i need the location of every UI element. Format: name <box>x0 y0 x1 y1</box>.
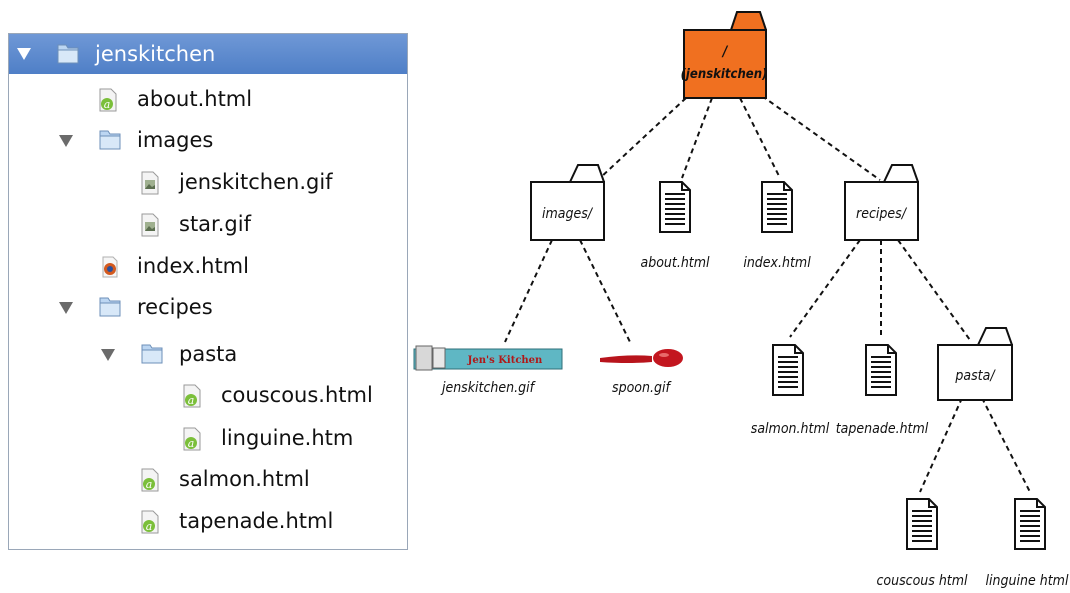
folder-icon <box>57 44 79 64</box>
spoon-gif-label: spoon.gif <box>612 380 672 396</box>
linguine-html-label: linguine html <box>986 573 1069 589</box>
images-folder-node: images/ <box>530 164 605 241</box>
tree-item-label: recipes <box>137 295 213 319</box>
html-file-icon: a <box>99 88 117 112</box>
svg-text:a: a <box>104 98 111 111</box>
pasta-folder-node: pasta/ <box>937 327 1013 401</box>
tree-item-salmon-html[interactable]: a salmon.html <box>9 459 407 499</box>
tree-item-about-html[interactable]: a about.html <box>9 79 407 119</box>
spoon-image <box>600 349 683 367</box>
document-icon <box>659 181 691 233</box>
document-icon <box>865 344 897 396</box>
recipes-folder-label: recipes/ <box>856 206 908 222</box>
folder-icon <box>141 344 163 364</box>
tree-item-label: jenskitchen <box>95 42 216 66</box>
tree-item-label: tapenade.html <box>179 509 334 533</box>
svg-text:a: a <box>188 394 195 407</box>
root-folder-sublabel: (jenskitchen) <box>681 67 768 82</box>
folder-icon <box>99 297 121 317</box>
tree-item-couscous-html[interactable]: a couscous.html <box>9 375 407 415</box>
document-icon <box>906 498 938 550</box>
tree-item-recipes[interactable]: recipes <box>9 287 407 327</box>
tree-item-index-html[interactable]: index.html <box>9 246 407 286</box>
index-html-label: index.html <box>743 255 811 271</box>
tree-item-label: salmon.html <box>179 467 310 491</box>
images-folder-label: images/ <box>542 206 594 222</box>
document-icon <box>772 344 804 396</box>
tree-item-label: couscous.html <box>221 383 373 407</box>
pasta-folder-label: pasta/ <box>954 368 996 384</box>
html-file-icon: a <box>141 510 159 534</box>
jenskitchen-gif-node: Jen's Kitchen jenskitchen.gif <box>413 345 563 396</box>
html-file-icon: a <box>141 468 159 492</box>
disclosure-triangle-icon[interactable] <box>101 349 115 361</box>
jens-kitchen-banner-image: Jen's Kitchen <box>413 345 563 371</box>
tree-item-linguine-htm[interactable]: a linguine.htm <box>9 418 407 458</box>
svg-text:a: a <box>188 437 195 450</box>
html-file-icon: a <box>183 384 201 408</box>
index-html-node: index.html <box>743 181 811 271</box>
tree-item-label: index.html <box>137 254 249 278</box>
tree-item-label: jenskitchen.gif <box>179 170 333 194</box>
svg-text:a: a <box>146 478 153 491</box>
root-folder-node: / (jenskitchen) <box>681 11 768 99</box>
couscous-html-label: couscous html <box>876 573 968 589</box>
tree-item-star-gif[interactable]: star.gif <box>9 204 407 244</box>
jens-kitchen-banner-text: Jen's Kitchen <box>467 355 543 366</box>
couscous-html-node: couscous html <box>876 498 968 589</box>
document-icon <box>761 181 793 233</box>
recipes-folder-node: recipes/ <box>844 164 919 241</box>
html-file-icon: a <box>183 427 201 451</box>
jenskitchen-gif-label: jenskitchen.gif <box>440 380 537 396</box>
image-file-icon <box>141 171 159 195</box>
folder-icon <box>99 130 121 150</box>
document-icon <box>1014 498 1046 550</box>
tapenade-html-label: tapenade.html <box>836 421 929 437</box>
about-html-label: about.html <box>640 255 710 271</box>
tree-item-jenskitchen[interactable]: jenskitchen <box>9 34 407 74</box>
image-file-icon <box>141 213 159 237</box>
tree-item-tapenade-html[interactable]: a tapenade.html <box>9 501 407 541</box>
tree-item-label: star.gif <box>179 212 251 236</box>
tree-item-label: images <box>137 128 214 152</box>
tree-item-label: linguine.htm <box>221 426 354 450</box>
root-folder-label: / <box>721 44 729 60</box>
svg-text:a: a <box>146 520 153 533</box>
spoon-gif-node: spoon.gif <box>600 349 683 396</box>
file-tree-panel: jenskitchen a about.html images jenskitc… <box>8 33 408 550</box>
salmon-html-node: salmon.html <box>751 344 830 437</box>
disclosure-triangle-icon[interactable] <box>17 48 31 60</box>
about-html-node: about.html <box>640 181 710 271</box>
disclosure-triangle-icon[interactable] <box>59 135 73 147</box>
disclosure-triangle-icon[interactable] <box>59 302 73 314</box>
linguine-html-node: linguine html <box>986 498 1069 589</box>
tree-item-jenskitchen-gif[interactable]: jenskitchen.gif <box>9 162 407 202</box>
connector-lines <box>504 95 1031 493</box>
tree-item-images[interactable]: images <box>9 120 407 160</box>
tree-item-pasta[interactable]: pasta <box>9 334 407 374</box>
salmon-html-label: salmon.html <box>751 421 830 437</box>
tapenade-html-node: tapenade.html <box>836 344 929 437</box>
firefox-file-icon <box>102 256 118 278</box>
tree-item-label: pasta <box>179 342 238 366</box>
tree-item-label: about.html <box>137 87 253 111</box>
